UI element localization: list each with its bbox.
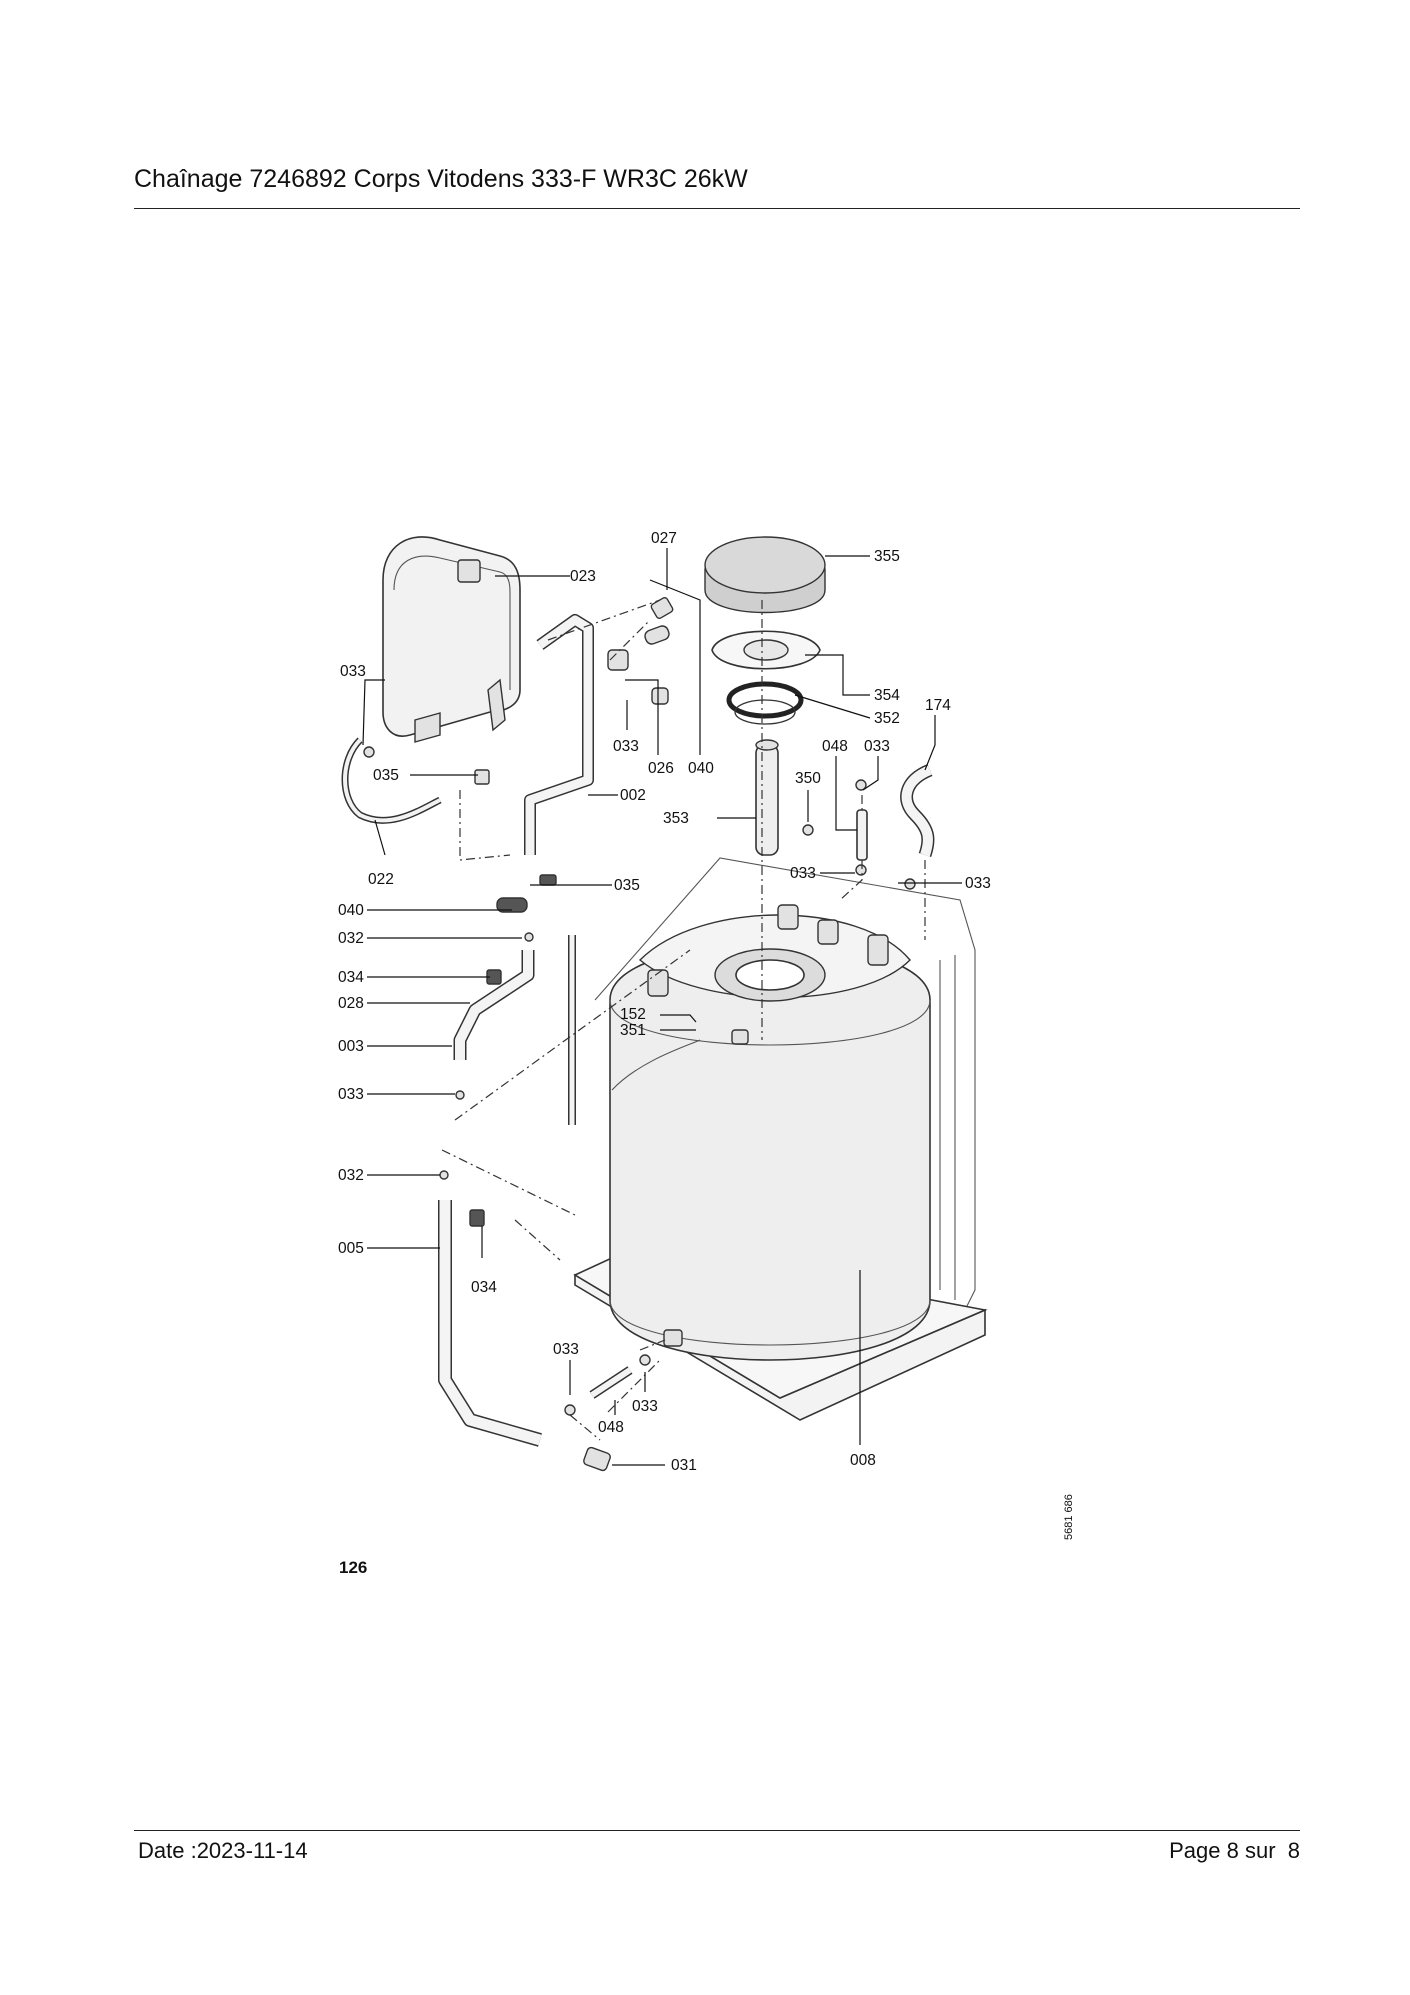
callout-033-bottom-right: 033 [632, 1398, 658, 1415]
callout-174: 174 [925, 697, 951, 714]
callout-355: 355 [874, 548, 900, 565]
callout-033-middle: 033 [790, 865, 816, 882]
callout-026: 026 [648, 760, 674, 777]
callout-033-bottom-left: 033 [553, 1341, 579, 1358]
callout-002: 002 [620, 787, 646, 804]
callout-353: 353 [663, 810, 689, 827]
callout-040-left: 040 [338, 902, 364, 919]
callout-028: 028 [338, 995, 364, 1012]
callout-152: 152 [620, 1006, 646, 1023]
leader-lines [362, 548, 962, 1466]
callout-048-bottom: 048 [598, 1419, 624, 1436]
callout-033-right: 033 [965, 875, 991, 892]
callout-033-top-right: 033 [864, 738, 890, 755]
figure-number: 126 [339, 1558, 367, 1577]
callout-048-top: 048 [822, 738, 848, 755]
tank-cover-assembly [704, 536, 826, 856]
assembly-lines [441, 599, 926, 1441]
storage-tank [573, 857, 988, 1421]
callout-040-top: 040 [688, 760, 714, 777]
callout-034-upper: 034 [338, 969, 364, 986]
callout-032-lower: 032 [338, 1167, 364, 1184]
callout-022: 022 [368, 871, 394, 888]
callout-003: 003 [338, 1038, 364, 1055]
expansion-vessel [382, 536, 521, 743]
drawing-reference: 5681 686 [1063, 1494, 1075, 1540]
footer-rule [134, 1830, 1300, 1831]
callout-033-left-middle: 033 [338, 1086, 364, 1103]
piping [341, 596, 935, 1472]
callout-034-lower: 034 [471, 1279, 497, 1296]
callout-033-upper-middle: 033 [613, 738, 639, 755]
callout-023: 023 [570, 568, 596, 585]
callout-035-upper: 035 [373, 767, 399, 784]
callout-352: 352 [874, 710, 900, 727]
header-rule [134, 208, 1300, 209]
callout-005: 005 [338, 1240, 364, 1257]
callout-350: 350 [795, 770, 821, 787]
callout-032-upper: 032 [338, 930, 364, 947]
footer-date: Date :2023-11-14 [138, 1838, 308, 1863]
footer-page-number: Page 8 sur 8 [1169, 1838, 1300, 1863]
callout-031: 031 [671, 1457, 697, 1474]
callout-351: 351 [620, 1022, 646, 1039]
callout-027: 027 [651, 530, 677, 547]
callout-035-lower: 035 [614, 877, 640, 894]
page-title: Chaînage 7246892 Corps Vitodens 333-F WR… [134, 165, 748, 193]
callout-033-left-top: 033 [340, 663, 366, 680]
callout-008: 008 [850, 1452, 876, 1469]
callout-labels: 027 355 023 354 352 174 033 048 033 350 … [338, 530, 991, 1474]
callout-354: 354 [874, 687, 900, 704]
